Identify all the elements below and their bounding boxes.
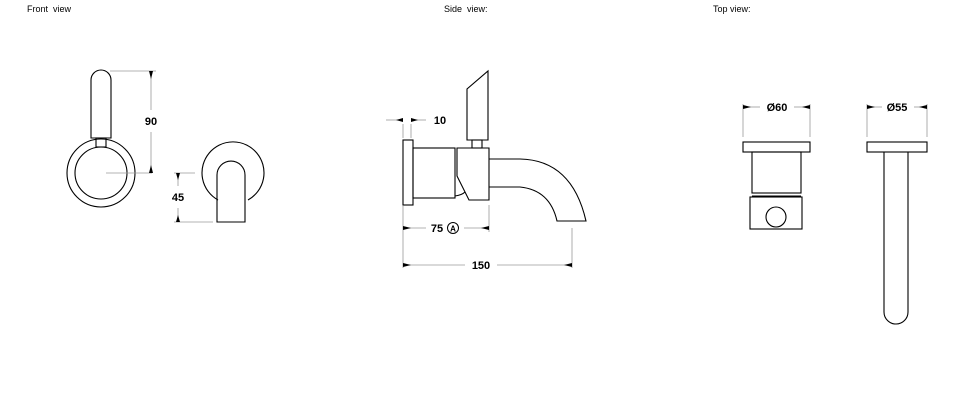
mixer-body	[412, 147, 456, 199]
lever-stem	[471, 139, 483, 149]
top-view-mixer	[742, 141, 811, 230]
lever-top	[765, 206, 787, 228]
mixer-body-top	[751, 151, 802, 194]
side-view-label: Side view:	[444, 4, 488, 14]
dimension-diameter-55-label: Ø55	[887, 102, 908, 114]
dimension-10-label: 10	[434, 115, 446, 127]
front-view-label: Front view	[27, 4, 72, 14]
top-view-spout	[866, 141, 928, 325]
dimension-10: 10	[386, 115, 446, 138]
dimension-150: 150	[403, 228, 573, 272]
dimension-150-label: 150	[472, 260, 490, 272]
spout-plate-top	[866, 141, 928, 153]
lever-handle-side	[466, 69, 489, 141]
dimension-75: 75 A	[402, 205, 490, 268]
spout-side	[489, 158, 587, 222]
dimension-75-label: 75	[431, 223, 443, 235]
spout-top	[883, 152, 909, 325]
lever-handle	[90, 69, 112, 139]
dimension-45-label: 45	[172, 192, 184, 204]
lever-block	[456, 147, 490, 201]
spout-rose	[201, 141, 265, 201]
dimension-90: 90	[110, 70, 157, 173]
wall-plate	[402, 139, 414, 206]
spout-front	[216, 160, 246, 223]
dimension-diameter-60: Ø60	[742, 102, 811, 137]
reference-marker-label: A	[450, 225, 456, 234]
dimension-diameter-55: Ø55	[866, 102, 928, 137]
top-view-label: Top view:	[713, 4, 751, 14]
side-view-mixer	[402, 69, 587, 222]
mixer-plate-top	[742, 141, 811, 153]
dimension-diameter-60-label: Ø60	[767, 102, 788, 114]
lever-block-top	[749, 196, 803, 230]
dimension-45: 45	[172, 172, 213, 223]
front-view-mixer	[66, 69, 152, 208]
front-view-spout	[201, 141, 265, 223]
dimension-90-label: 90	[145, 116, 157, 128]
reference-marker-circle	[447, 222, 459, 234]
